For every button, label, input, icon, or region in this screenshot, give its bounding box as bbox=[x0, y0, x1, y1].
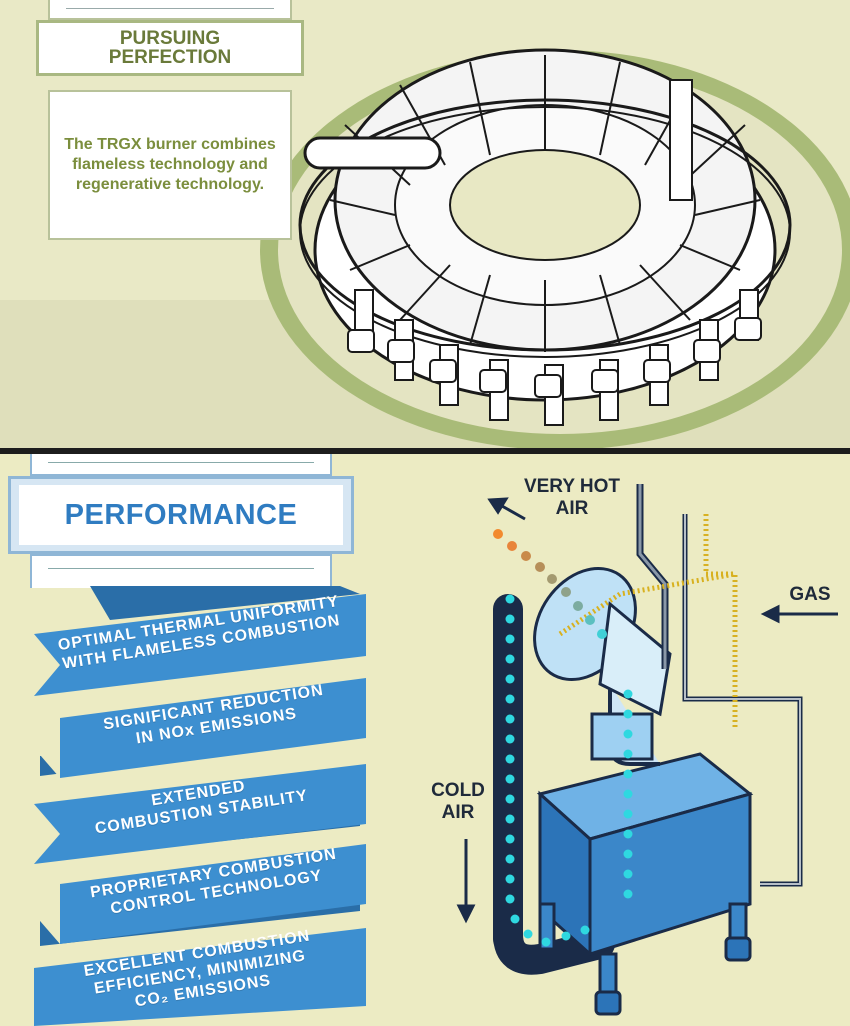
pursuing-perfection-title: PURSUING PERFECTION bbox=[36, 20, 304, 76]
performance-title-card: PERFORMANCE bbox=[8, 476, 354, 554]
burner-diagram bbox=[456, 484, 838, 1016]
ribbon-shapes bbox=[34, 586, 366, 1026]
very-hot-air-label: VERY HOT AIR bbox=[523, 476, 621, 519]
pursuing-perfection-body-text: The TRGX burner combines flameless techn… bbox=[64, 136, 276, 193]
performance-panel: PERFORMANCE bbox=[0, 454, 850, 1026]
cold-air-label: COLD AIR bbox=[431, 780, 485, 823]
performance-card-top bbox=[30, 454, 332, 476]
pursuing-perfection-panel: PURSUING PERFECTION The TRGX burner comb… bbox=[0, 0, 850, 448]
gas-label: GAS bbox=[789, 584, 831, 605]
performance-title-inner: PERFORMANCE bbox=[19, 485, 343, 545]
performance-ribbon: OPTIMAL THERMAL UNIFORMITY WITH FLAMELES… bbox=[0, 586, 400, 1026]
pursuing-perfection-title-text: PURSUING PERFECTION bbox=[108, 28, 232, 68]
performance-title: PERFORMANCE bbox=[64, 498, 298, 531]
card-stub bbox=[48, 0, 292, 20]
furnace-illustration bbox=[0, 0, 850, 448]
panel-divider bbox=[0, 448, 850, 454]
performance-card-bottom bbox=[30, 554, 332, 588]
pursuing-perfection-body: The TRGX burner combines flameless techn… bbox=[48, 90, 292, 240]
